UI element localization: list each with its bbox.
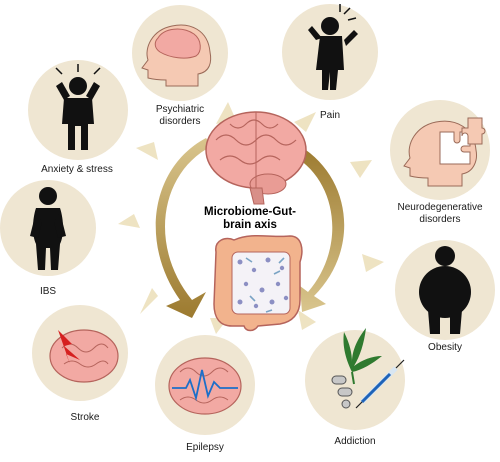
label-obesity: Obesity — [428, 342, 462, 353]
left-swirl-arrow — [155, 138, 212, 318]
arrow-to-pain — [294, 112, 316, 132]
epilepsy-brain-icon — [168, 357, 242, 415]
arrow-to-addiction — [298, 310, 316, 330]
central-gut — [213, 234, 303, 332]
label-psychiatric: Psychiatric disorders — [155, 104, 205, 127]
label-epilepsy: Epilepsy — [186, 442, 224, 453]
pain-person-icon — [308, 4, 358, 90]
label-neurodegenerative: Neurodegenerative disorders — [397, 202, 483, 225]
addiction-icon — [331, 328, 405, 409]
right-swirl-arrow — [294, 146, 345, 312]
center-title: Microbiome-Gut-brain axis — [204, 206, 296, 231]
anxiety-person-icon — [55, 64, 101, 150]
arrow-to-anxiety — [136, 142, 158, 160]
label-ibs: IBS — [39, 286, 57, 297]
arrow-to-obesity — [362, 254, 384, 272]
arrow-to-stroke — [140, 288, 158, 314]
stroke-brain-icon — [49, 329, 119, 383]
central-brain — [205, 111, 307, 205]
arrow-to-ibs — [118, 214, 140, 228]
obesity-person-icon — [419, 246, 471, 334]
ibs-person-icon — [30, 187, 66, 270]
neurodegenerative-head-icon — [403, 117, 486, 187]
label-anxiety: Anxiety & stress — [41, 164, 113, 175]
label-pain: Pain — [319, 110, 340, 121]
label-stroke: Stroke — [70, 412, 100, 423]
arrow-to-neurodegenerative — [350, 160, 372, 178]
psychiatric-head-icon — [141, 24, 212, 87]
circle-addiction — [305, 330, 405, 430]
label-addiction: Addiction — [334, 436, 376, 447]
